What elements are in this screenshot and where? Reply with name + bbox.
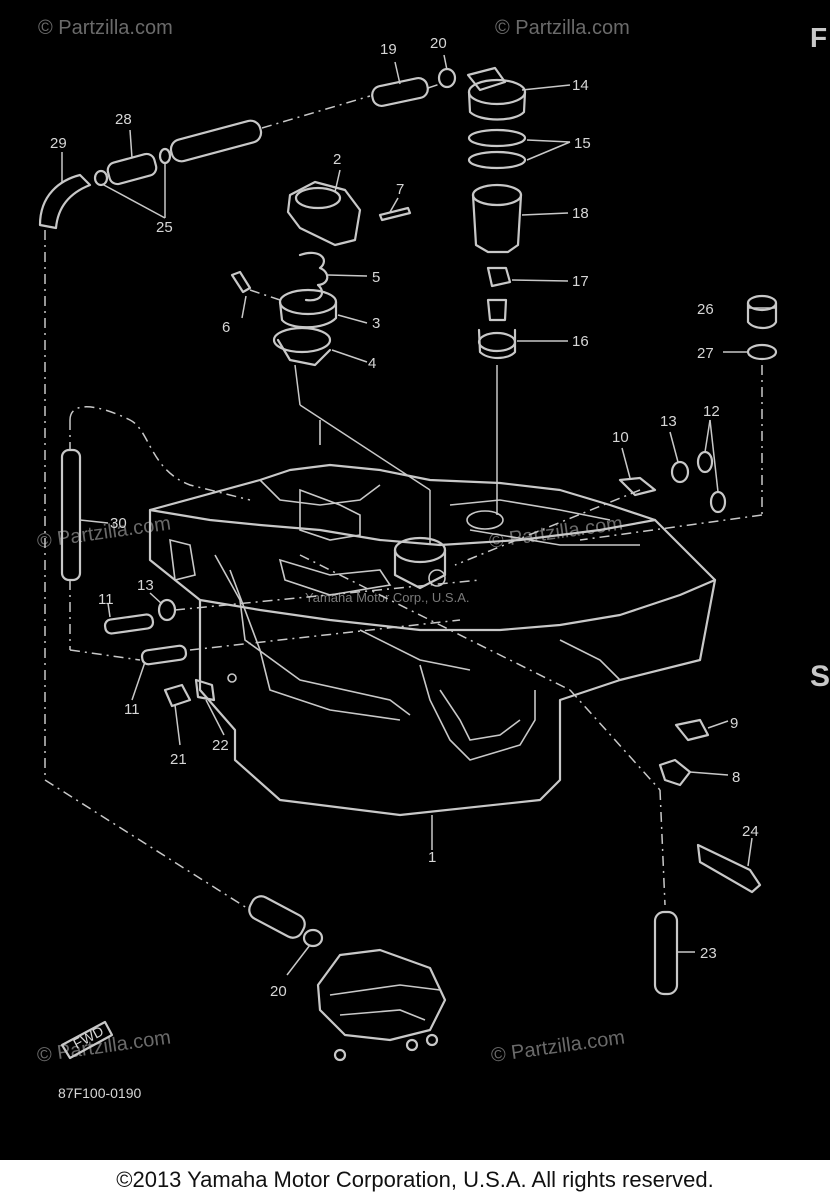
callout-14: 14	[572, 77, 589, 94]
callout-17: 17	[572, 273, 589, 290]
fuel-hose-assembly	[38, 67, 457, 230]
callout-24: 24	[742, 823, 759, 840]
copyright-footer: ©2013 Yamaha Motor Corporation, U.S.A. A…	[0, 1160, 830, 1200]
callout-6: 6	[222, 319, 230, 336]
edge-letter-s: S	[810, 660, 830, 693]
callout-23: 23	[700, 945, 717, 962]
callout-11-lower: 11	[124, 701, 140, 718]
watermark-mid-left: © Partzilla.com	[36, 512, 173, 553]
callout-8: 8	[732, 769, 740, 786]
callout-4: 4	[368, 355, 376, 372]
callout-20-top: 20	[430, 35, 447, 52]
callout-19: 19	[380, 41, 397, 58]
left-side-fittings	[44, 230, 679, 996]
callout-9: 9	[730, 715, 738, 732]
callout-18: 18	[572, 205, 589, 222]
callout-15: 15	[574, 135, 591, 152]
callout-16: 16	[572, 333, 589, 350]
right-side-fittings	[454, 294, 778, 894]
callout-27: 27	[697, 345, 714, 362]
watermark-bottom-right: © Partzilla.com	[490, 1026, 627, 1067]
callout-21: 21	[170, 751, 187, 768]
callout-11-upper: 11	[98, 591, 114, 608]
watermark-bottom-left: © Partzilla.com	[36, 1026, 173, 1067]
leader-lines	[61, 54, 776, 976]
watermark-top-right: © Partzilla.com	[495, 17, 630, 39]
callout-12: 12	[703, 403, 720, 420]
fuel-filter-stack	[466, 66, 527, 515]
diagram-code: 87F100-0190	[58, 1085, 142, 1101]
watermark-center: Yamaha Motor Corp., U.S.A.	[305, 590, 470, 605]
callout-2: 2	[333, 151, 341, 168]
callout-13-right: 13	[660, 413, 677, 430]
callout-7: 7	[396, 181, 404, 198]
callout-3: 3	[372, 315, 380, 332]
callout-10: 10	[612, 429, 629, 446]
callout-25: 25	[156, 219, 173, 236]
fuel-tank	[148, 420, 717, 817]
callout-30: 30	[110, 515, 127, 532]
callout-26: 26	[697, 301, 714, 318]
watermark-top-left: © Partzilla.com	[38, 17, 173, 39]
callout-numbers: 1 2 3 4 5 6 7 8 9 10 11 11 12 13 13 14 1…	[50, 35, 759, 1000]
callout-13-left: 13	[137, 577, 154, 594]
callout-5: 5	[372, 269, 380, 286]
callout-22: 22	[212, 737, 229, 754]
callout-29: 29	[50, 135, 67, 152]
callout-28: 28	[115, 111, 132, 128]
callout-1: 1	[428, 849, 436, 866]
filler-cap-assembly	[230, 180, 431, 545]
fuel-tank-exploded-diagram: © Partzilla.com © Partzilla.com © Partzi…	[36, 17, 778, 1101]
callout-20-bottom: 20	[270, 983, 287, 1000]
edge-title-fragment: F	[810, 22, 828, 53]
